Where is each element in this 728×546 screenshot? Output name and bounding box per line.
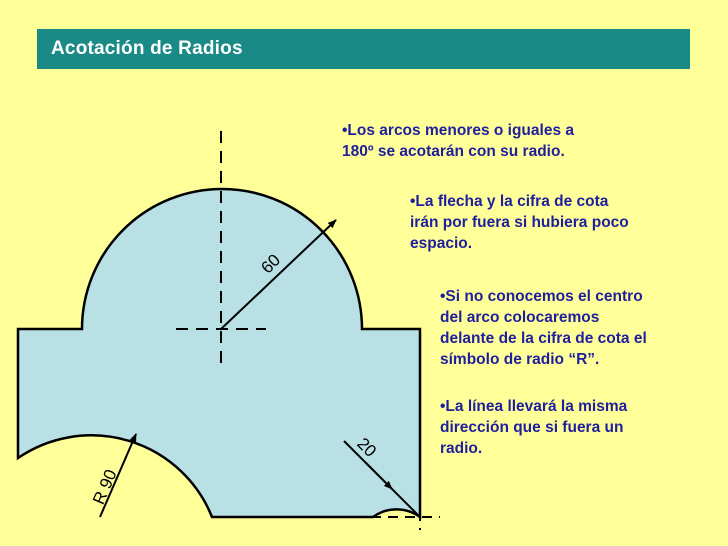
dimension-line-60 [220, 219, 337, 330]
note-line: del arco colocaremos [440, 309, 600, 326]
note-line: •Los arcos menores o iguales a [342, 122, 574, 139]
title-bar: Acotación de Radios [37, 29, 690, 69]
note-line: radio. [440, 440, 483, 457]
note-line: •La línea llevará la misma [440, 398, 628, 415]
note-line-direction: •La línea llevará la misma dirección que… [440, 396, 627, 459]
part-outline [16, 187, 422, 520]
note-unknown-center: •Si no conocemos el centro del arco colo… [440, 286, 647, 370]
dimension-line-r90 [99, 433, 137, 518]
dimension-arrow-20 [365, 462, 393, 490]
note-line: símbolo de radio “R”. [440, 351, 600, 368]
note-arrow-outside: •La flecha y la cifra de cota irán por f… [410, 191, 629, 254]
note-small-arcs: •Los arcos menores o iguales a 180º se a… [342, 120, 574, 162]
note-line: irán por fuera si hubiera poco [410, 214, 629, 231]
note-line: delante de la cifra de cota el [440, 330, 647, 347]
dimension-label-r90: R 90 [89, 467, 121, 507]
note-line: espacio. [410, 235, 473, 252]
note-line: •La flecha y la cifra de cota [410, 193, 609, 210]
slide-title: Acotación de Radios [51, 38, 243, 59]
note-line: 180º se acotarán con su radio. [342, 143, 565, 160]
note-line: •Si no conocemos el centro [440, 288, 643, 305]
note-line: dirección que si fuera un [440, 419, 624, 436]
